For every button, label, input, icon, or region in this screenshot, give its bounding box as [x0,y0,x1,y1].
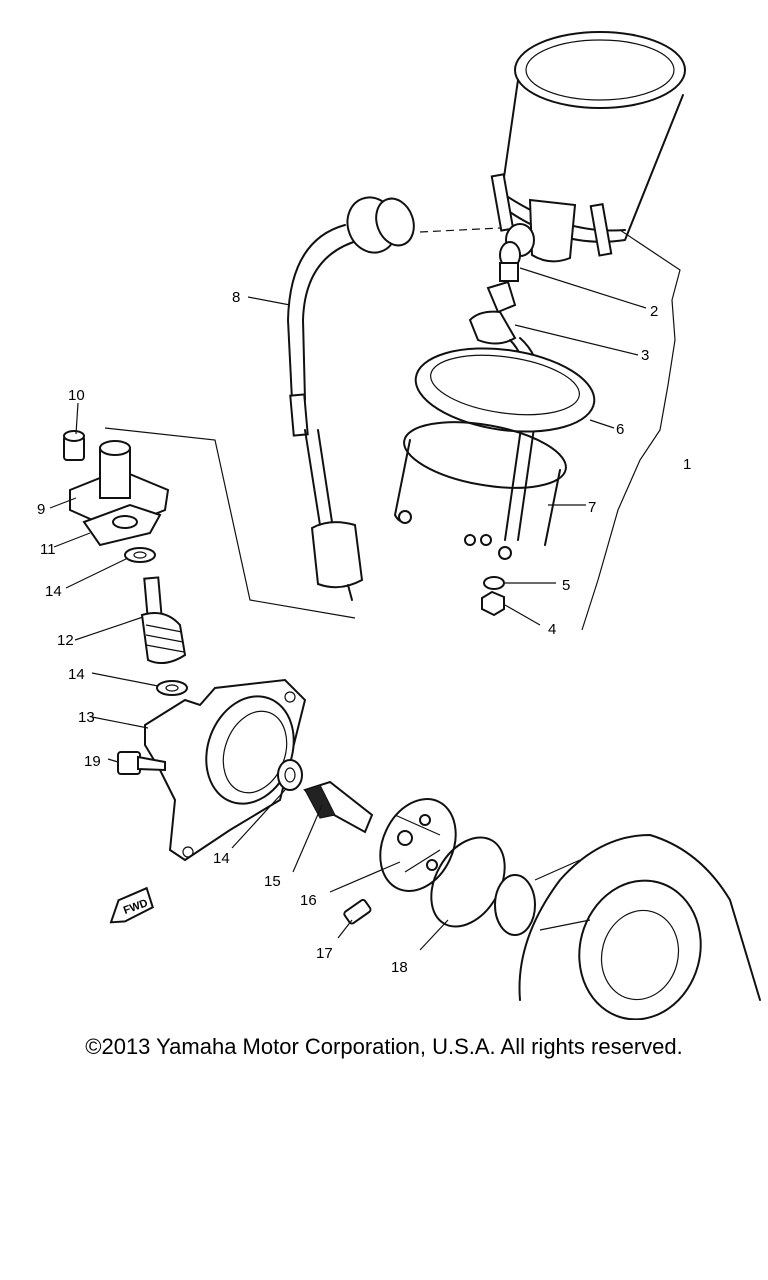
part-label: 3 [641,347,649,364]
part-label: 8 [232,289,240,306]
meter-cushion [414,347,596,433]
assembly-leader-lines [104,227,681,631]
speedometer-cable [287,196,415,601]
fwd-arrow-icon: FWD [109,886,154,924]
part-label: 1 [683,456,691,473]
part-label: 19 [84,753,101,770]
copyright-notice: ©2013 Yamaha Motor Corporation, U.S.A. A… [85,1034,683,1059]
part-label: 2 [650,303,658,320]
part-label: 14 [68,666,85,683]
part-label: 16 [300,892,317,909]
part-label: 5 [562,577,570,594]
part-label: 11 [40,541,56,558]
label-leaders [49,267,647,951]
wheel-hub [494,834,761,1020]
part-label: 17 [316,945,333,962]
part-label: 10 [68,387,85,404]
washer-and-nut [481,576,505,617]
part-label: 14 [45,583,62,600]
part-label: 6 [616,421,624,438]
meter-bracket [394,421,567,560]
part-label: 4 [548,621,556,638]
bulb [499,241,521,282]
part-label: 9 [37,501,45,518]
exploded-parts-diagram: FWD 1 2 3 4 5 6 7 8 9 10 11 12 [37,31,761,1020]
drive-gear-parts [303,780,506,928]
part-label: 15 [264,873,281,890]
part-number-labels: 1 2 3 4 5 6 7 8 9 10 11 12 13 14 14 14 1… [37,289,691,976]
part-label: 12 [57,632,74,649]
part-label: 7 [588,499,596,516]
gear-housing-parts [63,430,307,862]
part-label: 13 [78,709,95,726]
part-label: 18 [391,959,408,976]
speedometer-meter [490,31,686,263]
part-label: 14 [213,850,230,867]
